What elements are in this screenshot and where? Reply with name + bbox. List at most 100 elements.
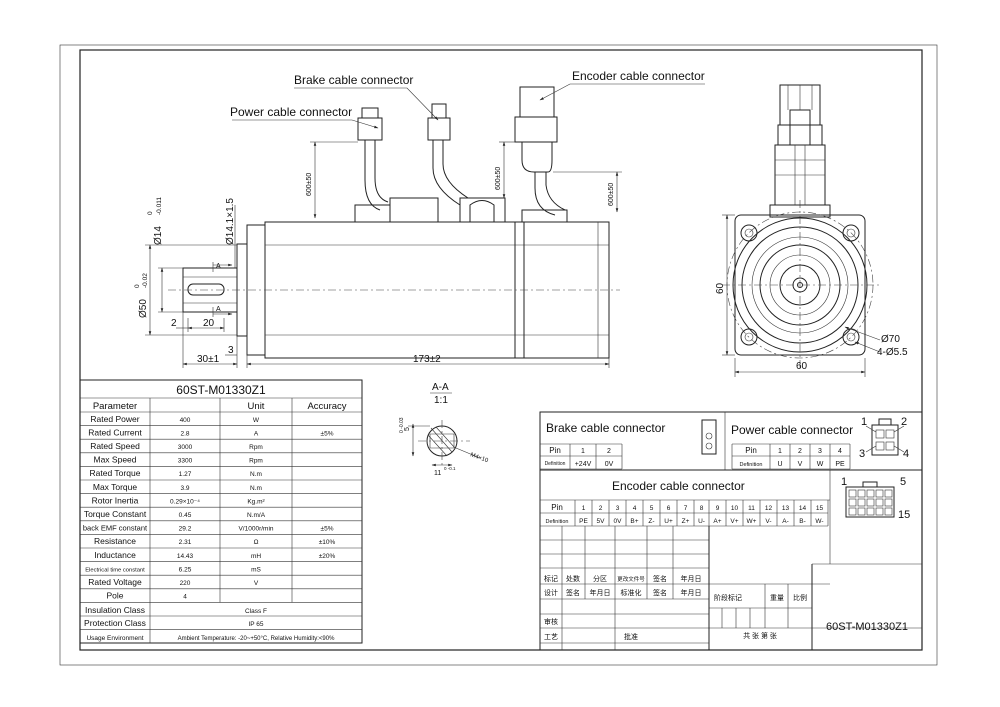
spec-param-0: Rated Power: [90, 414, 139, 424]
spec-accuracy-9: ±10%: [319, 539, 336, 546]
spec-header-unit: Unit: [248, 401, 265, 412]
tb-r1-c3: 分区: [593, 574, 607, 583]
tb-review: 审核: [544, 617, 558, 626]
spec-table: 60ST-M01330Z1 Parameter Unit Accuracy In…: [83, 383, 347, 642]
spec-param-12: Rated Voltage: [88, 577, 142, 587]
power-connector-plug: [357, 117, 383, 141]
spec-unit-0: W: [253, 417, 260, 424]
spec-param-8: back EMF constant: [83, 524, 148, 533]
section-key-h: 5: [404, 427, 411, 431]
encoder-def-15: W-: [815, 518, 823, 525]
encoder-def-5: Z-: [648, 518, 654, 525]
spec-value-7: 0.45: [179, 512, 192, 519]
tb-weight: 重量: [770, 594, 784, 602]
spec-param-7: Torque Constant: [84, 509, 147, 519]
spec-unit-1: A: [254, 430, 259, 437]
power-conn-num-1: 1: [861, 416, 867, 428]
tb-scale: 比例: [793, 593, 807, 602]
spec-accuracy-8: ±5%: [321, 526, 334, 533]
tb-r2-c6: 年月日: [681, 588, 702, 597]
encoder-pin-1: 1: [582, 505, 586, 512]
dim-holes: 4-Ø5.5: [877, 347, 908, 358]
power-def-1: U: [777, 461, 782, 468]
spec-unit-7: N.m/A: [247, 512, 266, 519]
connector-pictograms: [701, 418, 905, 518]
dim-pilot-dia: Ø50: [138, 299, 149, 318]
encoder-def-7: Z+: [682, 518, 690, 525]
dim-square-w: 60: [796, 361, 808, 372]
spec-unit-5: N.m: [250, 485, 262, 492]
dim-cable-power: 600±50: [306, 173, 313, 196]
spec-unit-12: V: [254, 580, 259, 587]
tb-r1-c1: 标记: [544, 574, 558, 583]
encoder-def-10: V+: [730, 518, 738, 525]
power-def-2: V: [798, 461, 803, 468]
brake-def-1: +24V: [575, 461, 592, 468]
encoder-def-13: A-: [782, 518, 789, 525]
encoder-connector-plug: [519, 86, 555, 118]
dim-shaft-dia: Ø14: [153, 226, 164, 245]
section-thread: M4×10: [469, 452, 489, 464]
dim-shaft-tol-top: 0: [147, 211, 154, 215]
dim-shaft-len: 30±1: [197, 354, 220, 365]
tb-r1-c6: 年月日: [681, 574, 702, 583]
sec-a-bottom: A: [216, 306, 221, 313]
tb-stage: 阶段标记: [714, 593, 742, 602]
spec-insulation-label: Insulation Class: [85, 605, 145, 615]
dim-key-offset: 2: [171, 318, 177, 329]
encoder-pin-5: 5: [650, 505, 654, 512]
encoder-pin-2: 2: [599, 505, 603, 512]
tb-r2-c3: 年月日: [590, 588, 611, 597]
spec-value-9: 2.31: [179, 539, 192, 546]
spec-value-13: 4: [183, 594, 187, 601]
encoder-pin-14: 14: [799, 505, 807, 512]
tb-sheets: 共 张 第 张: [743, 631, 777, 640]
spec-param-11: Electrical time constant: [85, 567, 145, 573]
power-def-label: Definition: [740, 462, 763, 468]
spec-value-5: 3.9: [180, 485, 189, 492]
spec-value-10: 14.43: [177, 553, 194, 560]
outer-border: [59, 44, 938, 666]
encoder-pin-10: 10: [731, 505, 739, 512]
tb-r1-c2: 处数: [566, 574, 580, 583]
encoder-def-3: 0V: [614, 518, 623, 525]
spec-insulation-value: Class F: [245, 608, 267, 615]
section-a-a: [408, 392, 481, 467]
encoder-table-title: Encoder cable connector: [612, 479, 745, 493]
spec-accuracy-1: ±5%: [321, 430, 334, 437]
power-pin-3: 3: [818, 448, 822, 455]
dim-pilot-tol-top: 0: [134, 284, 141, 288]
power-def-4: PE: [835, 461, 845, 468]
encoder-def-2: 5V: [597, 518, 606, 525]
spec-value-1: 2.8: [180, 430, 189, 437]
spec-environment-label: Usage Environment: [86, 635, 143, 642]
spec-protection-value: IP 65: [248, 621, 263, 628]
encoder-pin-12: 12: [765, 505, 773, 512]
spec-param-4: Rated Torque: [90, 468, 141, 478]
tb-approve: 批准: [624, 632, 638, 641]
encoder-def-9: A+: [713, 518, 721, 525]
spec-value-8: 29.2: [179, 526, 192, 533]
brake-table-title: Brake cable connector: [546, 421, 665, 435]
encoder-pin-label: Pin: [551, 503, 563, 512]
spec-environment-value: Ambient Temperature: -20~+50°C, Relative…: [178, 636, 336, 642]
encoder-pin-11: 11: [748, 505, 755, 512]
dim-flange-th: 3: [228, 345, 234, 356]
power-table: Power cable connector Pin Definition 1 2…: [731, 416, 909, 468]
encoder-def-label: Definition: [546, 519, 569, 525]
spec-header-accuracy: Accuracy: [307, 401, 346, 412]
brake-plug-icon: [701, 419, 717, 455]
dim-cable-brake: 600±50: [495, 167, 502, 190]
brake-pin-label: Pin: [549, 446, 561, 455]
encoder-connector-label: Encoder cable connector: [572, 69, 705, 83]
power-conn-num-3: 3: [859, 448, 865, 460]
encoder-def-14: B-: [799, 518, 806, 525]
encoder-table: Encoder cable connector Pin Definition 1…: [546, 476, 911, 525]
brake-connector-plug: [427, 117, 451, 141]
encoder-conn-num-15: 15: [898, 509, 910, 521]
encoder-pin-13: 13: [782, 505, 790, 512]
spec-value-0: 400: [180, 417, 191, 424]
dim-thread: Ø14.1×1.5: [225, 198, 236, 245]
spec-unit-3: Rpm: [249, 458, 263, 465]
spec-protection-label: Protection Class: [84, 618, 146, 628]
